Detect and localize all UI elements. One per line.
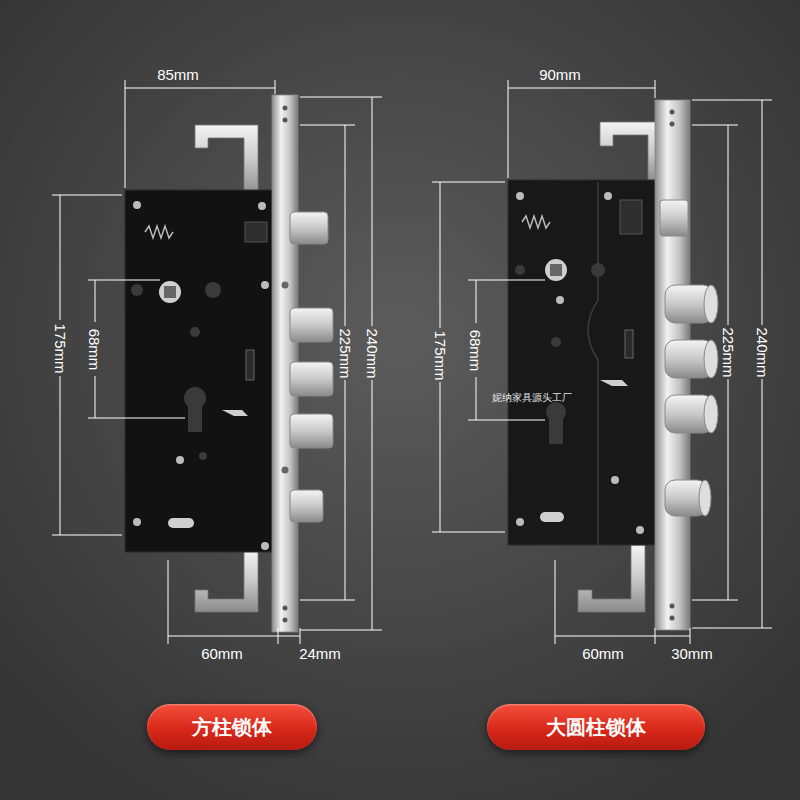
label-pill: 方柱锁体	[147, 704, 317, 750]
dimension-lines	[52, 80, 772, 644]
dimension-label: 240mm	[365, 328, 380, 378]
dimension-label: 85mm	[157, 67, 199, 82]
dimension-label: 68mm	[88, 328, 103, 370]
dimension-label: 60mm	[582, 646, 624, 661]
label-pill: 大圆柱锁体	[487, 704, 705, 750]
dimension-label: 225mm	[721, 327, 736, 377]
pill-text: 方柱锁体	[192, 715, 272, 739]
dimension-label: 240mm	[755, 327, 770, 377]
round-bolt-lock	[508, 100, 718, 630]
dimension-label: 175mm	[53, 323, 68, 373]
pill-text: 大圆柱锁体	[546, 715, 646, 739]
dimension-label: 60mm	[201, 646, 243, 661]
square-bolt-lock	[125, 95, 333, 632]
dimension-label: 90mm	[539, 67, 581, 82]
dimension-label: 175mm	[433, 330, 448, 380]
dimension-label: 225mm	[338, 328, 353, 378]
dimension-label: 30mm	[671, 646, 713, 661]
dimension-label: 24mm	[299, 646, 341, 661]
watermark: 妮纳家具源头工厂	[492, 393, 572, 403]
dimension-label: 68mm	[469, 329, 484, 371]
